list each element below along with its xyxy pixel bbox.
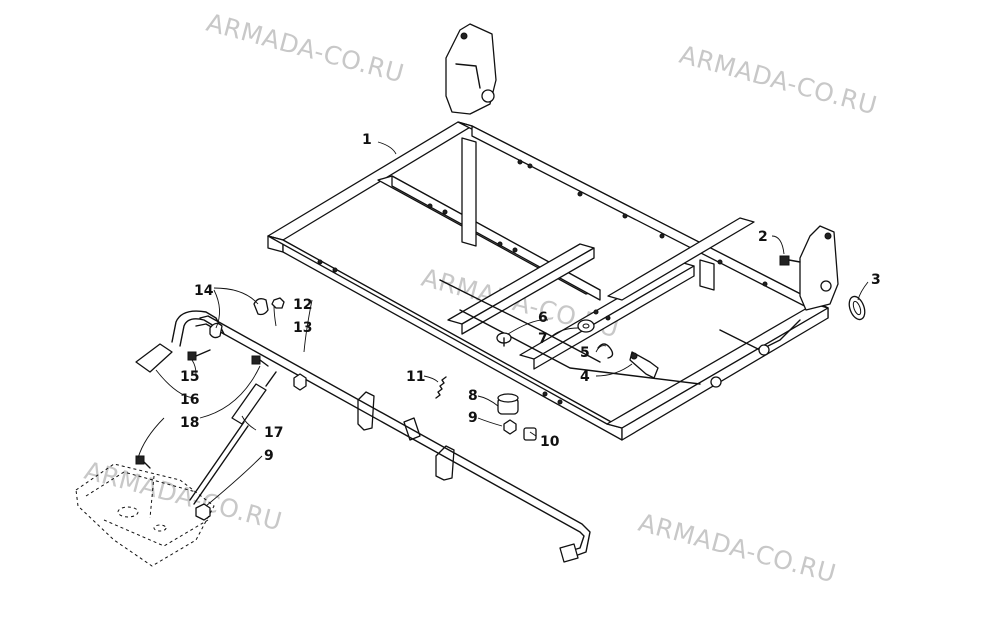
callout-12: 12 <box>293 297 312 313</box>
watermark: ARMADA-CO.RU <box>635 508 839 589</box>
callout-15: 15 <box>180 369 199 385</box>
callout-18: 18 <box>180 415 199 431</box>
bolt-part-15 <box>187 349 211 361</box>
callout-11: 11 <box>406 369 425 385</box>
cargo-rack-frame <box>267 23 839 481</box>
clip-part-5 <box>597 343 614 359</box>
bolt-part-2 <box>779 255 801 266</box>
callout-8: 8 <box>468 388 478 404</box>
callout-16: 16 <box>180 392 199 408</box>
spring-part-11 <box>435 376 447 399</box>
callout-17: 17 <box>264 425 283 441</box>
callout-9: 9 <box>264 448 274 464</box>
callout-9: 9 <box>468 410 478 426</box>
pin-part-4 <box>629 351 659 379</box>
mounting-plate <box>75 463 215 567</box>
strut-nut <box>293 373 307 391</box>
spacer-part-10 <box>523 427 537 441</box>
rail-holes <box>317 159 768 405</box>
callout-14: 14 <box>194 283 214 299</box>
support-rod-part-12 <box>195 315 591 563</box>
callout-5: 5 <box>580 345 590 361</box>
nut-part-13 <box>271 297 285 309</box>
callout-13: 13 <box>293 320 312 336</box>
washer-part-7 <box>577 319 595 333</box>
callout-6: 6 <box>538 310 548 326</box>
gas-strut-part-17 <box>189 371 277 505</box>
callout-4: 4 <box>580 369 590 385</box>
watermark: ARMADA-CO.RU <box>676 40 880 121</box>
grommet-part-6 <box>496 332 512 347</box>
callout-2: 2 <box>758 229 768 245</box>
clamp-part-14 <box>209 298 269 339</box>
handle-part-16 <box>135 310 225 373</box>
bumper-part-8 <box>497 393 519 415</box>
callout-7: 7 <box>538 331 548 347</box>
nut-part-9 <box>195 419 517 521</box>
callout-3: 3 <box>871 272 881 288</box>
callout-1: 1 <box>362 132 372 148</box>
watermark: ARMADA-CO.RU <box>81 456 285 537</box>
rear-hinge-bracket-left <box>445 23 497 115</box>
callout-leaders <box>137 141 869 507</box>
callout-labels: 1 2 3 4 5 6 7 8 9 10 11 12 13 14 15 16 1… <box>180 132 881 464</box>
rear-hinge-bracket-right <box>799 225 839 311</box>
callout-10: 10 <box>540 434 560 450</box>
watermark: ARMADA-CO.RU <box>203 8 407 89</box>
bolt-part-18 <box>135 355 269 469</box>
frame-lower-tabs <box>357 344 770 481</box>
latch-part-3 <box>848 295 866 321</box>
